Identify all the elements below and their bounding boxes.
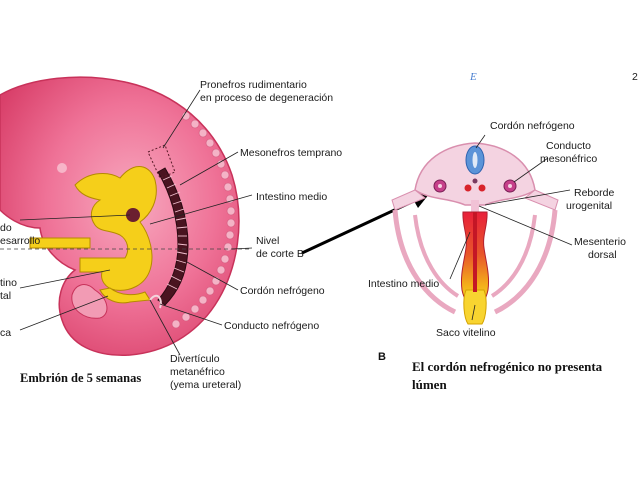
notochord xyxy=(472,178,478,184)
gut-lumen xyxy=(473,212,477,292)
label-nephrogenic-cord: Cordón nefrógeno xyxy=(240,285,325,297)
yolk-stalk xyxy=(29,237,91,249)
marker-right: 2 xyxy=(632,71,638,83)
body-wall-outer xyxy=(392,209,457,315)
aorta-right xyxy=(478,184,486,192)
label-level-2: de corte B xyxy=(256,248,304,260)
label-diverticulum-2: metanéfrico xyxy=(170,366,225,378)
label-b-duct-1: Conducto xyxy=(546,140,591,152)
label-mesonephros: Mesonefros temprano xyxy=(240,147,342,159)
label-pronephros-2: en proceso de degeneración xyxy=(200,92,333,104)
label-b-midgut: Intestino medio xyxy=(368,278,439,290)
cloaca xyxy=(99,287,151,304)
panel-a-caption: Embrión de 5 semanas xyxy=(20,371,141,385)
lateral-wing-left xyxy=(391,189,426,211)
neural-canal xyxy=(472,152,478,168)
nephrogenic-cord-right-core xyxy=(508,184,512,188)
panel-b-leaders xyxy=(449,134,573,321)
panel-b: E 2 xyxy=(368,71,638,392)
label-b-nephrogenic-cord: Cordón nefrógeno xyxy=(490,120,575,132)
panel-a: Pronefros rudimentario en proceso de deg… xyxy=(0,76,342,391)
body-wall-inner xyxy=(413,214,460,298)
label-b-ridge-2: urogenital xyxy=(566,200,612,212)
somites xyxy=(171,111,236,329)
label-level-1: Nivel xyxy=(256,235,279,247)
lower-limb-bud xyxy=(71,284,108,319)
panel-b-letter: B xyxy=(378,351,386,363)
label-b-duct-2: mesonéfrico xyxy=(540,153,597,165)
marker-top: E xyxy=(469,71,477,83)
label-diverticulum-3: (yema ureteral) xyxy=(170,379,241,391)
body-wall-outer-r xyxy=(493,209,558,315)
panel-b-caption-1: El cordón nefrogénico no presenta xyxy=(412,359,603,374)
panel-a-leaders xyxy=(19,89,253,356)
label-cut-5: ca xyxy=(0,327,11,339)
label-nephrogenic-duct: Conducto nefrógeno xyxy=(224,320,319,332)
label-b-ridge-1: Reborde xyxy=(574,187,614,199)
label-midgut: Intestino medio xyxy=(256,191,327,203)
body-wall-inner-r xyxy=(490,214,537,298)
label-b-mesentery-1: Mesenterio xyxy=(574,236,626,248)
otic-vesicle xyxy=(57,163,67,173)
label-b-mesentery-2: dorsal xyxy=(588,249,617,261)
label-pronephros-1: Pronefros rudimentario xyxy=(200,79,307,91)
label-cut-4: tal xyxy=(0,290,11,302)
nephrogenic-cord-left-core xyxy=(438,184,442,188)
aorta-left xyxy=(464,184,472,192)
label-cut-2: esarrollo xyxy=(0,235,40,247)
pronephros-outline xyxy=(147,144,176,179)
mesonephric-tubules xyxy=(162,175,188,290)
liver-bud xyxy=(126,208,140,222)
label-b-yolk-sac: Saco vitelino xyxy=(436,327,496,339)
label-diverticulum-1: Divertículo xyxy=(170,353,220,365)
gut-tube xyxy=(74,166,157,291)
label-cut-3: tino xyxy=(0,277,17,289)
nephrogenic-duct xyxy=(149,294,162,309)
dorsal-mesentery xyxy=(471,200,479,212)
lateral-wing-right xyxy=(524,189,559,211)
panel-b-caption-2: lúmen xyxy=(412,377,447,392)
label-cut-1: do xyxy=(0,222,12,234)
